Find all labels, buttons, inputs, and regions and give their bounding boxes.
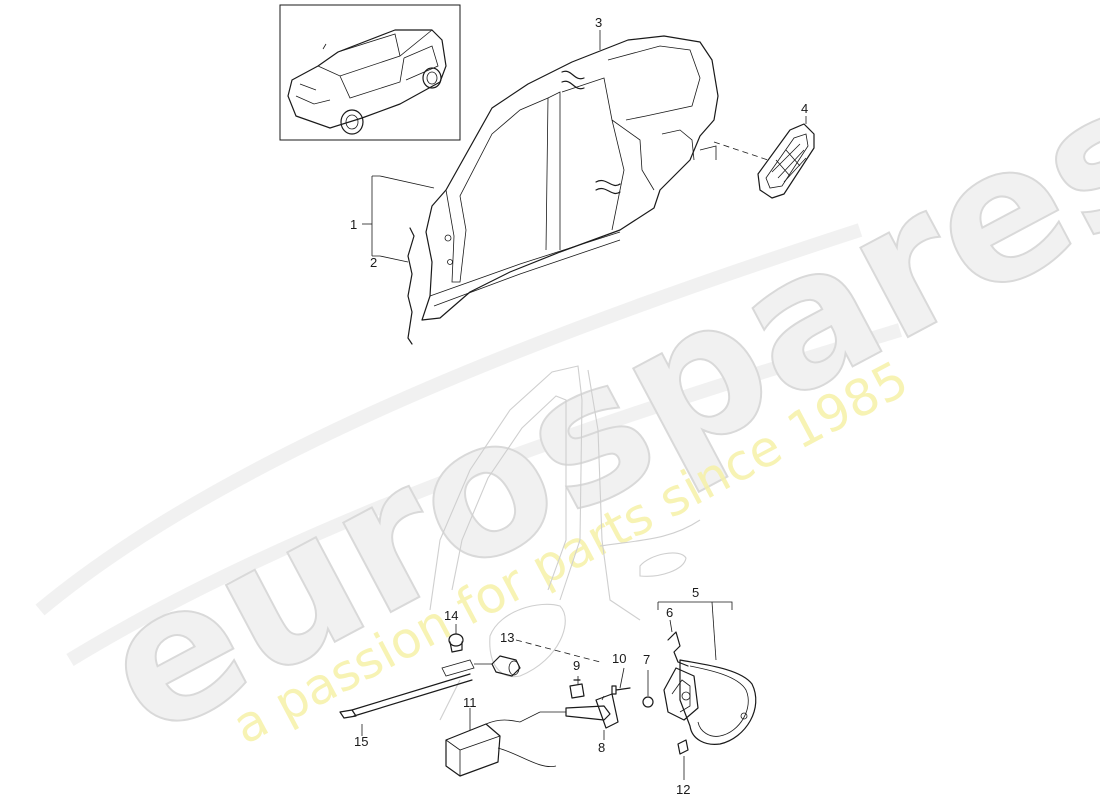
panel-section-cut-mid bbox=[595, 180, 621, 194]
leader-lines bbox=[361, 30, 807, 780]
actuator-motor bbox=[491, 655, 521, 677]
vehicle-thumbnail bbox=[279, 4, 461, 141]
actuator-rod bbox=[540, 693, 619, 729]
side-panel-outline bbox=[421, 35, 719, 321]
callout-10: 10 bbox=[612, 651, 626, 666]
panel-section-cut-top bbox=[561, 70, 585, 90]
callout-9: 9 bbox=[573, 658, 580, 673]
callout-numbers: 1 2 3 4 5 6 7 8 9 10 11 12 13 14 15 bbox=[350, 15, 808, 797]
callout-14: 14 bbox=[444, 608, 458, 623]
seal-strip bbox=[407, 227, 415, 345]
spring bbox=[667, 631, 689, 667]
clip bbox=[677, 739, 689, 755]
thumbnail-wheel-rear bbox=[422, 67, 442, 89]
callout-4: 4 bbox=[801, 101, 808, 116]
vent-grille bbox=[757, 123, 815, 199]
callout-1: 1 bbox=[350, 217, 357, 232]
control-unit bbox=[445, 711, 557, 777]
callout-7: 7 bbox=[643, 652, 650, 667]
release-cable bbox=[339, 659, 492, 719]
callout-5: 5 bbox=[692, 585, 699, 600]
callout-11: 11 bbox=[463, 695, 477, 710]
callout-6: 6 bbox=[666, 605, 673, 620]
watermark-swoosh bbox=[35, 223, 903, 666]
screw bbox=[611, 685, 631, 695]
thumbnail-car-body bbox=[287, 29, 447, 129]
fuel-flap bbox=[663, 659, 757, 745]
bracket bbox=[569, 679, 585, 699]
buffer bbox=[642, 696, 654, 708]
thumbnail-wheel-front bbox=[340, 109, 364, 135]
callout-15: 15 bbox=[354, 734, 368, 749]
callout-3: 3 bbox=[595, 15, 602, 30]
side-panel-assembly bbox=[421, 35, 719, 321]
watermark: eurospares a passion for parts since 198… bbox=[35, 38, 1100, 780]
rear-quarter-ghost bbox=[429, 365, 701, 721]
watermark-brand: eurospares bbox=[69, 39, 1100, 779]
callout-13: 13 bbox=[500, 630, 514, 645]
callout-12: 12 bbox=[676, 782, 690, 797]
callout-2: 2 bbox=[370, 255, 377, 270]
callout-8: 8 bbox=[598, 740, 605, 755]
